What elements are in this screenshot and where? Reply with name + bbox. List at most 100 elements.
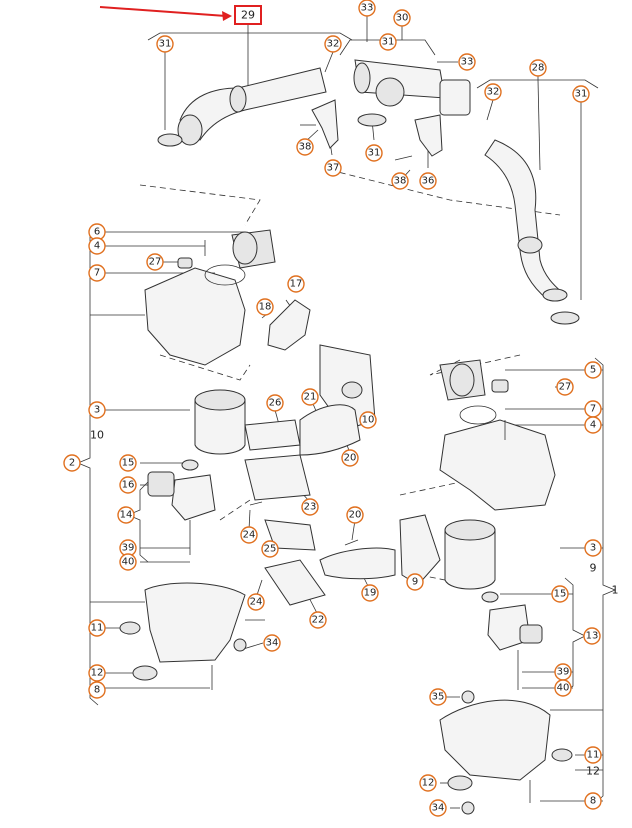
svg-text:7: 7 <box>590 404 596 415</box>
callout-label: 3 <box>584 539 602 557</box>
svg-text:37: 37 <box>327 163 340 174</box>
svg-text:31: 31 <box>575 89 588 100</box>
callout-label: 35 <box>429 688 447 706</box>
svg-text:38: 38 <box>299 142 312 153</box>
part-duct-19 <box>319 514 441 586</box>
callout-label: 9 <box>590 562 597 575</box>
part-bracket-36 <box>414 114 443 157</box>
callout-label: 5 <box>584 361 602 379</box>
callout-label: 8 <box>584 792 602 810</box>
svg-text:32: 32 <box>487 87 500 98</box>
part-filter-right <box>444 519 496 590</box>
svg-text:32: 32 <box>327 39 340 50</box>
part-duct-26-23 <box>244 419 311 501</box>
svg-text:10: 10 <box>90 429 104 442</box>
svg-text:18: 18 <box>259 302 272 313</box>
svg-text:1: 1 <box>612 584 619 597</box>
callout-label: 31 <box>365 144 383 162</box>
callout-label: 13 <box>583 627 601 645</box>
callout-label: 31 <box>572 85 590 103</box>
svg-text:4: 4 <box>94 241 100 252</box>
svg-text:24: 24 <box>250 597 263 608</box>
svg-text:20: 20 <box>349 510 362 521</box>
callout-label: 21 <box>301 388 319 406</box>
callout-label: 28 <box>529 59 547 77</box>
callout-label: 2 <box>63 454 81 472</box>
svg-text:15: 15 <box>122 458 135 469</box>
svg-text:13: 13 <box>586 631 599 642</box>
svg-text:31: 31 <box>159 39 172 50</box>
callout-label: 27 <box>556 378 574 396</box>
callout-label: 20 <box>341 449 359 467</box>
callout-label: 14 <box>117 506 135 524</box>
svg-text:34: 34 <box>266 638 279 649</box>
svg-text:40: 40 <box>557 683 570 694</box>
svg-text:40: 40 <box>122 557 135 568</box>
callout-label: 33 <box>458 53 476 71</box>
part-duct-25-22 <box>264 519 326 606</box>
svg-text:33: 33 <box>461 57 474 68</box>
callout-label: 38 <box>391 172 409 190</box>
part-bolts <box>204 124 506 546</box>
svg-text:34: 34 <box>432 803 445 814</box>
svg-text:27: 27 <box>149 257 162 268</box>
callout-label: 15 <box>551 585 569 603</box>
callout-label: 10 <box>90 429 104 442</box>
part-sensor-14 <box>147 459 216 555</box>
callout-label: 25 <box>261 540 279 558</box>
svg-text:28: 28 <box>532 63 545 74</box>
callout-label: 31 <box>156 35 174 53</box>
svg-text:3: 3 <box>590 543 596 554</box>
part-sensor-13 <box>481 591 543 690</box>
callout-label: 30 <box>393 9 411 27</box>
callout-label: 39 <box>554 663 572 681</box>
callout-label: 3 <box>88 401 106 419</box>
svg-text:6: 6 <box>94 227 100 238</box>
part-hose-top-left <box>157 67 327 147</box>
svg-text:15: 15 <box>554 589 567 600</box>
svg-text:33: 33 <box>361 3 374 14</box>
svg-text:30: 30 <box>396 13 409 24</box>
part-duct-21 <box>299 381 363 456</box>
callout-label: 16 <box>119 476 137 494</box>
part-bracket-17 <box>267 299 311 351</box>
callout-29-highlighted: 29 <box>234 5 262 25</box>
svg-text:20: 20 <box>344 453 357 464</box>
svg-text:29: 29 <box>241 9 255 22</box>
callout-label: 31 <box>379 33 397 51</box>
callout-label: 4 <box>584 416 602 434</box>
callout-label: 4 <box>88 237 106 255</box>
part-airbox-cover-left <box>144 229 276 366</box>
svg-text:38: 38 <box>394 176 407 187</box>
svg-text:17: 17 <box>290 279 303 290</box>
svg-text:39: 39 <box>122 543 135 554</box>
pointer-arrow <box>99 6 232 21</box>
callout-label: 34 <box>263 634 281 652</box>
callout-label: 6 <box>88 223 106 241</box>
callout-label: 19 <box>361 584 379 602</box>
svg-text:10: 10 <box>362 415 375 426</box>
svg-text:23: 23 <box>304 502 317 513</box>
svg-text:22: 22 <box>312 615 325 626</box>
callout-label: 20 <box>346 506 364 524</box>
svg-text:25: 25 <box>264 544 277 555</box>
callout-label: 9 <box>406 573 424 591</box>
callout-label: 38 <box>296 138 314 156</box>
svg-text:8: 8 <box>94 685 100 696</box>
callout-label: 33 <box>358 0 376 17</box>
svg-text:24: 24 <box>243 530 256 541</box>
callout-label: 12 <box>88 664 106 682</box>
part-filter-left <box>194 389 246 455</box>
svg-text:12: 12 <box>422 778 435 789</box>
part-airbox-lower-right <box>439 690 573 815</box>
callout-label: 8 <box>88 681 106 699</box>
svg-text:12: 12 <box>91 668 104 679</box>
svg-text:14: 14 <box>120 510 133 521</box>
svg-text:31: 31 <box>368 148 381 159</box>
svg-text:9: 9 <box>590 562 597 575</box>
svg-text:5: 5 <box>590 365 596 376</box>
svg-text:39: 39 <box>557 667 570 678</box>
callout-label: 12 <box>419 774 437 792</box>
